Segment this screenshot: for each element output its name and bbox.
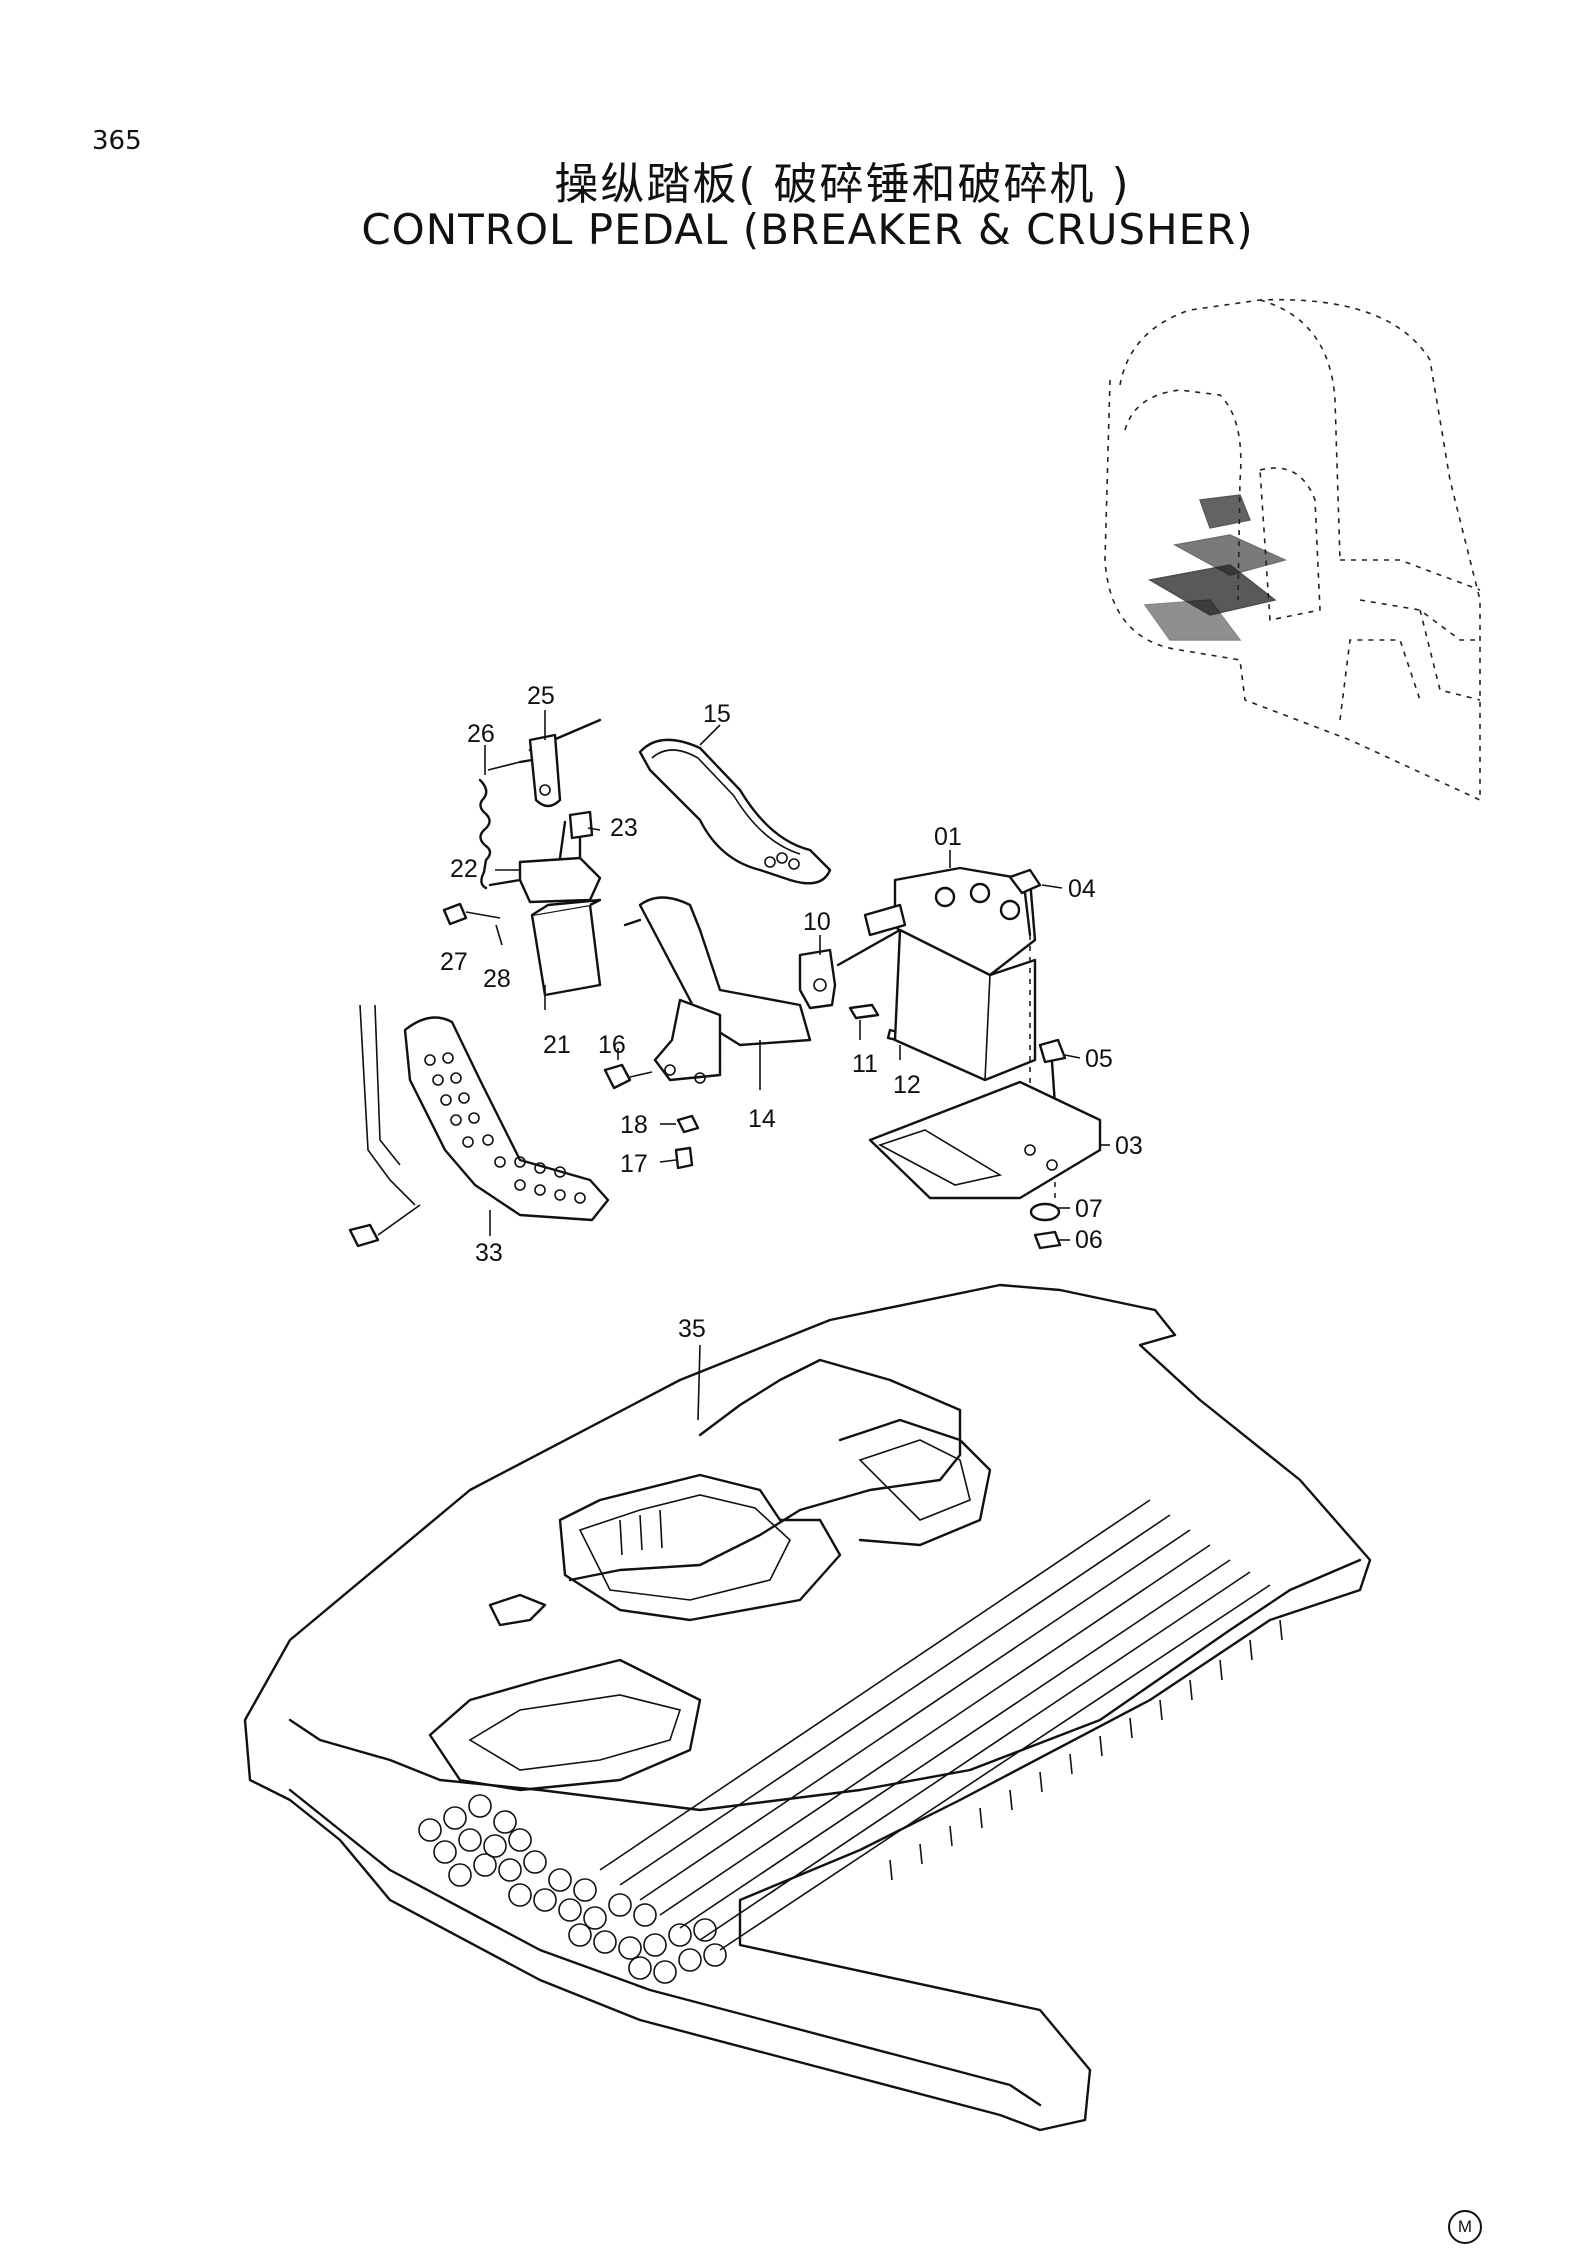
label-28: 28 bbox=[483, 965, 511, 993]
floor-ridge-tabs bbox=[889, 1619, 1283, 1881]
label-15: 15 bbox=[703, 700, 731, 728]
part-number-labels: 25 26 15 23 22 27 28 21 16 14 10 11 12 0… bbox=[440, 682, 1143, 1343]
label-10: 10 bbox=[803, 908, 831, 936]
label-26: 26 bbox=[467, 720, 495, 748]
cab-floor-plate bbox=[243, 1283, 1372, 2132]
label-35: 35 bbox=[678, 1315, 706, 1343]
page-number: 365 bbox=[92, 126, 142, 156]
pad-studs bbox=[764, 852, 800, 870]
leader-lines bbox=[484, 710, 1110, 1421]
pedal-rubber-pad bbox=[638, 738, 832, 885]
floor-ribs bbox=[599, 1499, 1271, 1951]
floor-studs bbox=[418, 1794, 727, 1984]
valve-base-plate bbox=[868, 1080, 1102, 1200]
label-25: 25 bbox=[527, 682, 555, 710]
label-22: 22 bbox=[450, 855, 478, 883]
label-07: 07 bbox=[1075, 1195, 1103, 1223]
accelerator-pedal bbox=[348, 1004, 610, 1248]
m-circle-mark: M bbox=[1448, 2210, 1482, 2244]
label-04: 04 bbox=[1068, 875, 1096, 903]
label-17: 17 bbox=[620, 1150, 648, 1178]
pedal-bracket-assembly bbox=[442, 810, 602, 997]
label-06: 06 bbox=[1075, 1226, 1103, 1254]
label-27: 27 bbox=[440, 948, 468, 976]
label-14: 14 bbox=[748, 1105, 776, 1133]
pedal-joint-parts bbox=[798, 928, 910, 1044]
label-33: 33 bbox=[475, 1239, 503, 1267]
label-23: 23 bbox=[610, 814, 638, 842]
label-16: 16 bbox=[598, 1031, 626, 1059]
label-18: 18 bbox=[620, 1111, 648, 1139]
title-english: CONTROL PEDAL (BREAKER & CRUSHER) bbox=[361, 205, 1254, 254]
label-05: 05 bbox=[1085, 1045, 1113, 1073]
label-01: 01 bbox=[934, 823, 962, 851]
cab-inset-illustration bbox=[1104, 298, 1481, 801]
pedal-tread-dots bbox=[424, 1052, 586, 1204]
title-chinese: 操纵踏板( 破碎锤和破碎机 ) bbox=[554, 159, 1131, 210]
label-03: 03 bbox=[1115, 1132, 1143, 1160]
pedal-plate bbox=[623, 896, 812, 1084]
label-11: 11 bbox=[852, 1050, 878, 1078]
label-12: 12 bbox=[893, 1071, 921, 1099]
label-21: 21 bbox=[543, 1031, 571, 1059]
fasteners bbox=[603, 1063, 1062, 1250]
pilot-valve bbox=[863, 866, 1037, 1082]
cab-floor-hatching bbox=[1143, 494, 1288, 641]
pedal-lever-assembly bbox=[478, 718, 602, 890]
